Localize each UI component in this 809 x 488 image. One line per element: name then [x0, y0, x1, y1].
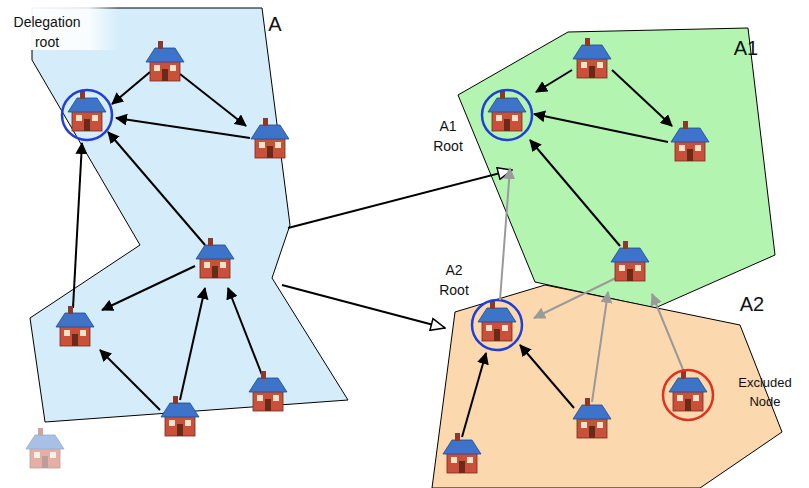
mapping-arrow	[282, 285, 445, 328]
node-label: Delegation root	[4, 12, 90, 53]
node-label: Excluded Node	[732, 374, 798, 412]
region-label: A1	[726, 34, 766, 63]
node-label: A1 Root	[426, 116, 470, 157]
house-icons	[26, 38, 709, 473]
cross-arrows	[534, 276, 684, 402]
label-ground	[0, 0, 118, 50]
region-fill	[432, 285, 782, 488]
delegation-arrows	[73, 70, 672, 437]
node-label: A2 Root	[432, 260, 476, 301]
region-outline	[430, 256, 809, 488]
cross-arrow	[500, 168, 510, 300]
region-label: A	[260, 10, 290, 39]
region-fill	[458, 28, 775, 308]
highlight-circles	[62, 90, 713, 420]
mapping-arrow	[288, 170, 512, 228]
region-label: A2	[732, 290, 772, 319]
region-fill	[30, 8, 348, 422]
region: A2 A2 RootExcluded Node	[430, 256, 809, 488]
